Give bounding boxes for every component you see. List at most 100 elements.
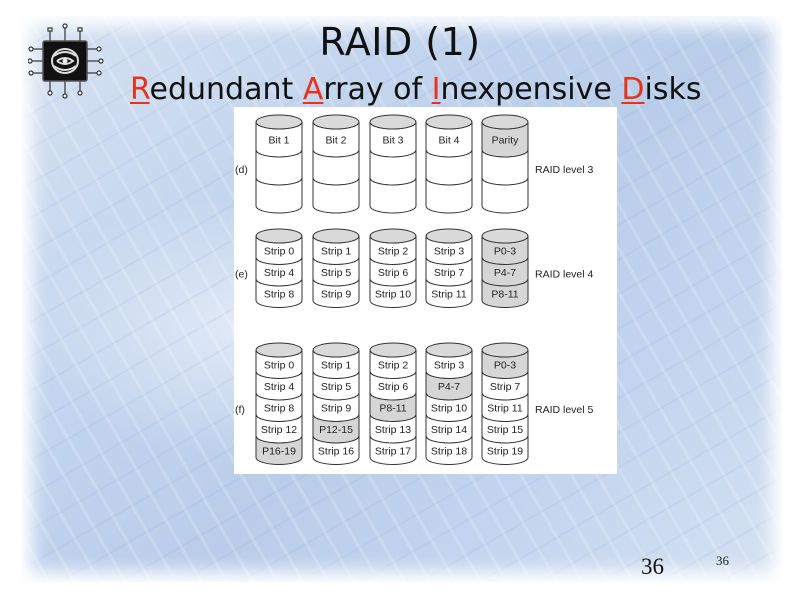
segment-label: Strip 11 bbox=[487, 402, 523, 414]
segment-label: Bit 1 bbox=[268, 135, 289, 147]
disk-top-cap bbox=[369, 342, 417, 358]
segment-label: Strip 6 bbox=[378, 267, 409, 279]
disk-cylinder: Bit 3 bbox=[369, 114, 417, 214]
segment-label: Strip 11 bbox=[431, 288, 467, 300]
data-segment bbox=[255, 278, 303, 308]
row-tag: (e) bbox=[235, 268, 248, 280]
segment-label: Bit 4 bbox=[438, 135, 459, 147]
data-segment bbox=[312, 177, 360, 214]
slide-title: RAID (1) bbox=[319, 20, 481, 64]
data-segment bbox=[481, 177, 529, 214]
segment-label: Strip 1 bbox=[321, 359, 352, 371]
disk-cylinder: Bit 2 bbox=[312, 114, 360, 214]
segment-label: Strip 6 bbox=[378, 381, 409, 393]
data-segment bbox=[369, 435, 417, 465]
subtitle-initial: D bbox=[621, 72, 645, 107]
raid-level-label: RAID level 3 bbox=[535, 164, 594, 176]
subtitle-text: edundant bbox=[149, 72, 303, 107]
segment-label: P0-3 bbox=[494, 245, 516, 257]
disk-top-cap bbox=[481, 342, 529, 358]
segment-label: Strip 15 bbox=[487, 424, 523, 436]
segment-label: Strip 9 bbox=[321, 402, 352, 414]
segment-label: P12-15 bbox=[319, 424, 353, 436]
disk-top-cap bbox=[369, 114, 417, 130]
segment-label: Strip 4 bbox=[264, 381, 295, 393]
disk-cylinder: Bit 1 bbox=[255, 114, 303, 214]
segment-label: Strip 0 bbox=[264, 359, 295, 371]
segment-label: Parity bbox=[492, 135, 520, 147]
data-segment bbox=[369, 177, 417, 214]
segment-label: Strip 0 bbox=[264, 245, 295, 257]
data-segment bbox=[312, 278, 360, 308]
disk-top-cap bbox=[425, 228, 473, 244]
row-tag: (f) bbox=[235, 404, 245, 416]
segment-label: P8-11 bbox=[491, 288, 518, 300]
slide-subtitle: Redundant Array of Inexpensive Disks bbox=[130, 72, 701, 107]
data-segment bbox=[312, 435, 360, 465]
segment-label: Strip 1 bbox=[321, 245, 352, 257]
subtitle-text: isks bbox=[644, 72, 702, 107]
segment-label: Bit 3 bbox=[382, 135, 403, 147]
parity-segment bbox=[255, 435, 303, 465]
disk-cylinder: P0-3P4-7P8-11 bbox=[481, 228, 529, 308]
data-segment bbox=[255, 177, 303, 214]
segment-label: Strip 3 bbox=[434, 359, 465, 371]
segment-label: Strip 19 bbox=[487, 445, 523, 457]
raid-level-label: RAID level 4 bbox=[535, 268, 594, 280]
data-segment bbox=[369, 278, 417, 308]
segment-label: P0-3 bbox=[494, 359, 516, 371]
subtitle-initial: R bbox=[130, 72, 150, 107]
chip-logo-icon bbox=[27, 22, 104, 100]
segment-label: P4-7 bbox=[494, 267, 516, 279]
disk-cylinder: Parity bbox=[481, 114, 529, 214]
data-segment bbox=[425, 278, 473, 308]
disk-top-cap bbox=[369, 228, 417, 244]
segment-label: Strip 2 bbox=[378, 245, 409, 257]
segment-label: P8-11 bbox=[379, 402, 406, 414]
disk-top-cap bbox=[425, 342, 473, 358]
disk-top-cap bbox=[425, 114, 473, 130]
disk-top-cap bbox=[255, 114, 303, 130]
segment-label: Strip 10 bbox=[431, 402, 467, 414]
subtitle-initial: A bbox=[302, 72, 324, 107]
disk-top-cap bbox=[255, 342, 303, 358]
segment-label: Strip 5 bbox=[321, 267, 352, 279]
disk-top-cap bbox=[312, 228, 360, 244]
segment-label: Strip 10 bbox=[375, 288, 411, 300]
segment-label: Strip 3 bbox=[434, 245, 465, 257]
segment-label: Strip 7 bbox=[434, 267, 465, 279]
footer-page-number: 36 bbox=[716, 553, 729, 568]
data-segment bbox=[425, 435, 473, 465]
segment-label: P4-7 bbox=[438, 381, 460, 393]
disk-cylinder: Strip 2 Strip 6 Strip 10 bbox=[369, 228, 417, 308]
segment-label: Strip 12 bbox=[261, 424, 297, 436]
raid-level-label: RAID level 5 bbox=[535, 404, 594, 416]
disk-cylinder: Strip 3 Strip 7 Strip 11 bbox=[425, 228, 473, 308]
segment-label: Strip 13 bbox=[375, 424, 411, 436]
segment-label: Strip 18 bbox=[431, 445, 467, 457]
disk-top-cap bbox=[312, 114, 360, 130]
segment-label: Strip 2 bbox=[378, 359, 409, 371]
segment-label: Strip 8 bbox=[264, 288, 295, 300]
data-segment bbox=[481, 435, 529, 465]
segment-label: Strip 17 bbox=[375, 445, 411, 457]
disk-top-cap bbox=[255, 228, 303, 244]
disk-cylinder: Strip 0 Strip 4 Strip 8 bbox=[255, 228, 303, 308]
subtitle-text: nexpensive bbox=[440, 72, 622, 107]
segment-label: Strip 16 bbox=[318, 445, 354, 457]
segment-label: Strip 4 bbox=[264, 267, 295, 279]
segment-label: Strip 14 bbox=[431, 424, 467, 436]
segment-label: Strip 5 bbox=[321, 381, 352, 393]
segment-label: Strip 7 bbox=[490, 381, 521, 393]
disk-top-cap bbox=[481, 228, 529, 244]
parity-segment bbox=[481, 278, 529, 308]
segment-label: P16-19 bbox=[262, 445, 296, 457]
